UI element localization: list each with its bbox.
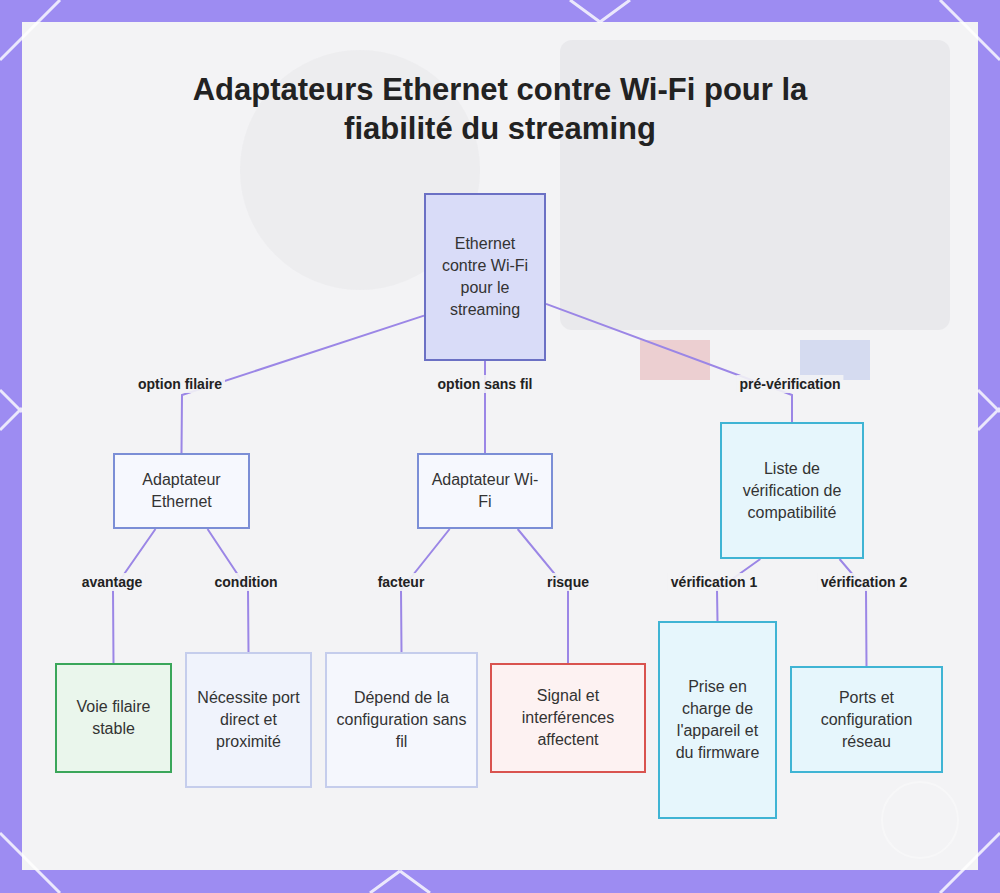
root-box: Ethernet contre Wi-Fi pour le streaming <box>424 193 546 361</box>
risk-box: Signal et interférences affectent <box>490 663 646 773</box>
connector <box>518 529 568 663</box>
option-box: Adaptateur Ethernet <box>113 453 250 529</box>
checklist-box: Liste de vérification de compatibilité <box>720 422 864 559</box>
edge-label: avantage <box>79 573 146 591</box>
node-text: Voie filaire stable <box>65 696 162 740</box>
node-text: Ethernet contre Wi-Fi pour le streaming <box>434 233 536 321</box>
node-text: Adaptateur Ethernet <box>123 469 240 513</box>
node-text: Prise en charge de l'appareil et du firm… <box>668 676 767 764</box>
edge-label: condition <box>212 573 281 591</box>
edge-label: option sans fil <box>435 375 536 393</box>
node-text: Signal et interférences affectent <box>500 685 636 751</box>
diagram-title: Adaptateurs Ethernet contre Wi-Fi pour l… <box>150 70 850 148</box>
edge-label: risque <box>544 573 592 591</box>
node-text: Liste de vérification de compatibilité <box>730 458 854 524</box>
connector <box>113 529 155 663</box>
factor-box: Dépend de la configuration sans fil <box>325 652 478 788</box>
condition-box: Nécessite port direct et proximité <box>185 652 312 788</box>
edge-label: facteur <box>375 573 428 591</box>
edge-label: option filaire <box>135 375 225 393</box>
connector <box>546 304 792 422</box>
advantage-box: Voie filaire stable <box>55 663 172 773</box>
edge-label: pré-vérification <box>736 375 843 393</box>
edge-label: vérification 2 <box>818 573 910 591</box>
check-box: Prise en charge de l'appareil et du firm… <box>658 621 777 819</box>
edge-label: vérification 1 <box>668 573 760 591</box>
title-text: Adaptateurs Ethernet contre Wi-Fi pour l… <box>193 72 808 146</box>
option-box: Adaptateur Wi-Fi <box>417 453 553 529</box>
node-text: Adaptateur Wi-Fi <box>427 469 543 513</box>
check-box: Ports et configuration réseau <box>790 666 943 773</box>
node-text: Nécessite port direct et proximité <box>195 687 302 753</box>
node-text: Ports et configuration réseau <box>800 687 933 753</box>
node-text: Dépend de la configuration sans fil <box>335 687 468 753</box>
